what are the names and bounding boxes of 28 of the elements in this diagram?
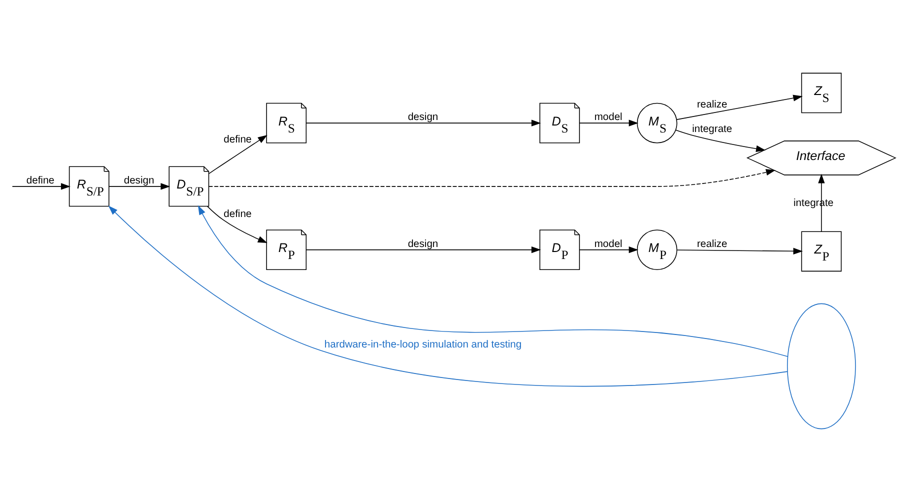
arrow bbox=[306, 246, 541, 254]
arrow bbox=[675, 130, 766, 152]
edge-label: define bbox=[26, 176, 54, 187]
edge-label: define bbox=[224, 134, 252, 146]
arrow bbox=[108, 183, 170, 190]
arrow bbox=[206, 206, 268, 244]
edge-label: design bbox=[408, 112, 438, 124]
arrow bbox=[198, 205, 788, 357]
edge-label: hardware-in-the-loop simulation and testing bbox=[324, 340, 522, 351]
arrow bbox=[306, 120, 541, 126]
arrow bbox=[208, 135, 268, 174]
arrow bbox=[818, 174, 825, 232]
arrow bbox=[108, 206, 788, 387]
edge-label: integrate bbox=[692, 124, 732, 136]
arrow bbox=[208, 169, 776, 187]
edge-label: define bbox=[224, 208, 252, 220]
arrow bbox=[676, 248, 803, 254]
edge-label: design bbox=[124, 176, 154, 187]
edge-label: model bbox=[594, 112, 622, 124]
arrow bbox=[579, 120, 638, 126]
edge-label: realize bbox=[696, 238, 728, 250]
edge-label: model bbox=[594, 238, 622, 250]
edge-label: design bbox=[408, 238, 438, 250]
edge-label: realize bbox=[696, 100, 728, 111]
arrow bbox=[12, 183, 70, 190]
arrow bbox=[579, 246, 638, 254]
arrow bbox=[676, 94, 803, 120]
node-ellipse bbox=[786, 303, 856, 430]
